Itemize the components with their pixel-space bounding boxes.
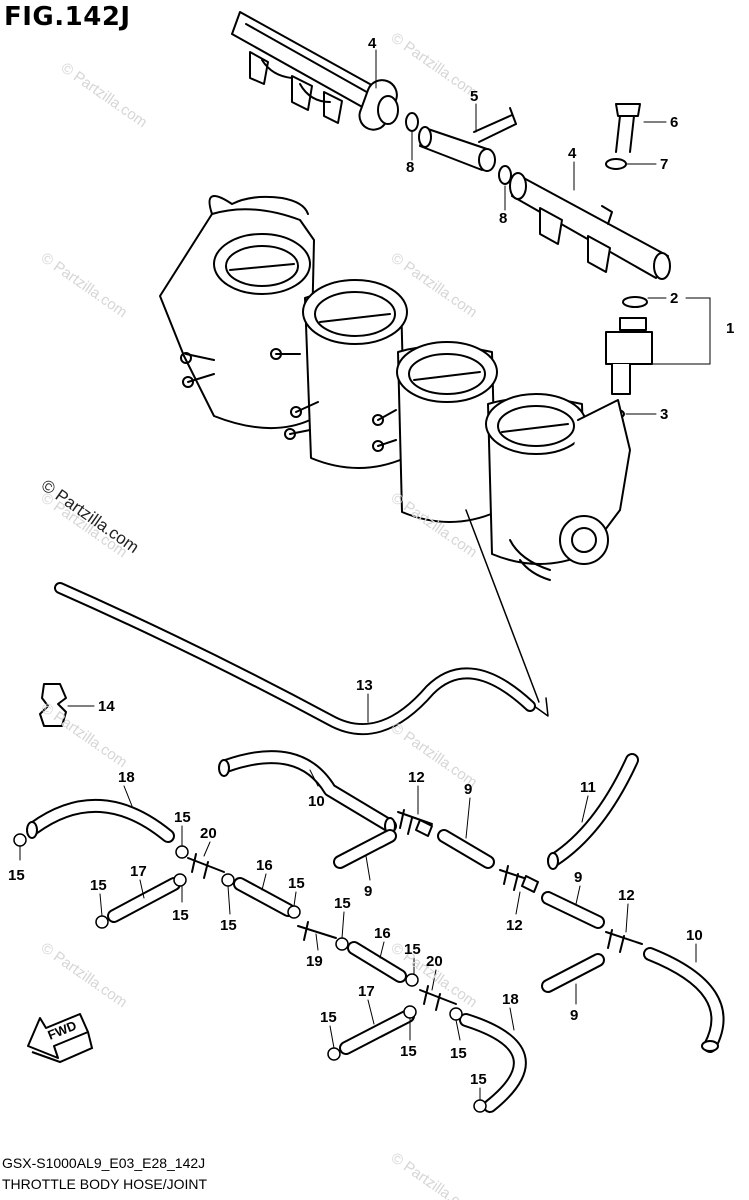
callout-12: 12 bbox=[506, 917, 523, 934]
callout-17: 17 bbox=[130, 863, 147, 880]
callout-4: 4 bbox=[368, 35, 377, 52]
callout-18: 18 bbox=[502, 991, 519, 1008]
callout-16: 16 bbox=[374, 925, 391, 942]
watermark-text: © Partzilla.com bbox=[38, 249, 131, 321]
watermark-text-dark: © Partzilla.com bbox=[38, 476, 143, 557]
callout-15: 15 bbox=[400, 1043, 417, 1060]
hose-9c bbox=[541, 891, 605, 929]
watermark-text: © Partzilla.com bbox=[38, 699, 131, 771]
hose-10-upper bbox=[218, 750, 397, 835]
callout-1: 1 bbox=[726, 320, 734, 337]
callout-9: 9 bbox=[464, 781, 472, 798]
joint-20-lower bbox=[419, 985, 457, 1011]
joint-19 bbox=[297, 921, 337, 941]
callout-4: 4 bbox=[568, 145, 577, 162]
callout-15: 15 bbox=[8, 867, 25, 884]
callout-13: 13 bbox=[356, 677, 373, 694]
callout-9: 9 bbox=[570, 1007, 578, 1024]
model-code: GSX-S1000AL9_E03_E28_142J bbox=[2, 1155, 206, 1171]
hose-11 bbox=[547, 753, 639, 870]
watermarks: © Partzilla.com © Partzilla.com © Partzi… bbox=[38, 29, 481, 1200]
leader-lines bbox=[19, 49, 711, 1101]
callout-9: 9 bbox=[364, 883, 372, 900]
callout-17: 17 bbox=[358, 983, 375, 1000]
bolt-6 bbox=[615, 103, 641, 153]
figure-title: FIG.142J bbox=[4, 2, 131, 32]
callout-16: 16 bbox=[256, 857, 273, 874]
callout-11: 11 bbox=[580, 779, 596, 796]
callout-9: 9 bbox=[574, 869, 582, 886]
callout-15: 15 bbox=[174, 809, 191, 826]
callout-15: 15 bbox=[320, 1009, 337, 1026]
callout-15: 15 bbox=[90, 877, 107, 894]
hose-9b bbox=[437, 829, 495, 869]
callout-6: 6 bbox=[670, 114, 678, 131]
callout-20: 20 bbox=[426, 953, 443, 970]
hose-13 bbox=[54, 582, 536, 736]
hose-18-lower bbox=[459, 1013, 527, 1113]
hose-17-upper bbox=[107, 877, 181, 923]
pointer-arrow bbox=[465, 509, 549, 717]
callout-10: 10 bbox=[686, 927, 703, 944]
hose-16-upper bbox=[233, 877, 295, 917]
callout-15: 15 bbox=[172, 907, 189, 924]
callout-8: 8 bbox=[499, 210, 507, 227]
joint-20-upper bbox=[187, 853, 225, 879]
o-ring-8b bbox=[498, 165, 512, 185]
hose-9a bbox=[333, 829, 397, 869]
callout-5: 5 bbox=[470, 88, 478, 105]
hose-9d bbox=[541, 953, 605, 993]
o-ring-8a bbox=[405, 112, 419, 132]
callout-15: 15 bbox=[288, 875, 305, 892]
callout-labels: 4 5 6 8 8 4 7 2 1 3 13 14 18 10 12 11 9 … bbox=[8, 35, 734, 1088]
callout-14: 14 bbox=[98, 698, 115, 715]
injector bbox=[599, 296, 653, 420]
callout-12: 12 bbox=[618, 887, 635, 904]
callout-15: 15 bbox=[470, 1071, 487, 1088]
callout-2: 2 bbox=[670, 290, 678, 307]
throttle-body-assembly bbox=[159, 195, 631, 581]
callout-7: 7 bbox=[660, 156, 668, 173]
hose-16-lower bbox=[347, 941, 407, 983]
hose-10-lower bbox=[643, 947, 725, 1053]
figure-caption: THROTTLE BODY HOSE/JOINT bbox=[2, 1176, 208, 1192]
callout-15: 15 bbox=[450, 1045, 467, 1062]
joint-5 bbox=[418, 107, 517, 172]
callout-8: 8 bbox=[406, 159, 414, 176]
callout-15: 15 bbox=[334, 895, 351, 912]
callout-3: 3 bbox=[660, 406, 668, 423]
callout-15: 15 bbox=[404, 941, 421, 958]
hose-17-lower bbox=[339, 1009, 415, 1055]
joint-12-middle bbox=[499, 865, 539, 893]
clamp-14 bbox=[39, 683, 67, 727]
callout-18: 18 bbox=[118, 769, 135, 786]
joint-12-right bbox=[605, 929, 643, 953]
fuel-rail-upper bbox=[231, 11, 399, 131]
fuel-rail-lower bbox=[509, 172, 671, 280]
callout-10: 10 bbox=[308, 793, 325, 810]
hose-18-left bbox=[26, 798, 175, 843]
watermark-text: © Partzilla.com bbox=[38, 939, 131, 1011]
watermark-text: © Partzilla.com bbox=[388, 29, 481, 101]
watermark-text: © Partzilla.com bbox=[58, 59, 151, 131]
watermark-text: © Partzilla.com bbox=[388, 1149, 481, 1200]
callout-15: 15 bbox=[220, 917, 237, 934]
callout-12: 12 bbox=[408, 769, 425, 786]
callout-20: 20 bbox=[200, 825, 217, 842]
joint-12-upper bbox=[397, 809, 433, 837]
washer-7 bbox=[605, 158, 627, 170]
fwd-arrow-icon: FWD bbox=[27, 1013, 94, 1064]
callout-19: 19 bbox=[306, 953, 323, 970]
